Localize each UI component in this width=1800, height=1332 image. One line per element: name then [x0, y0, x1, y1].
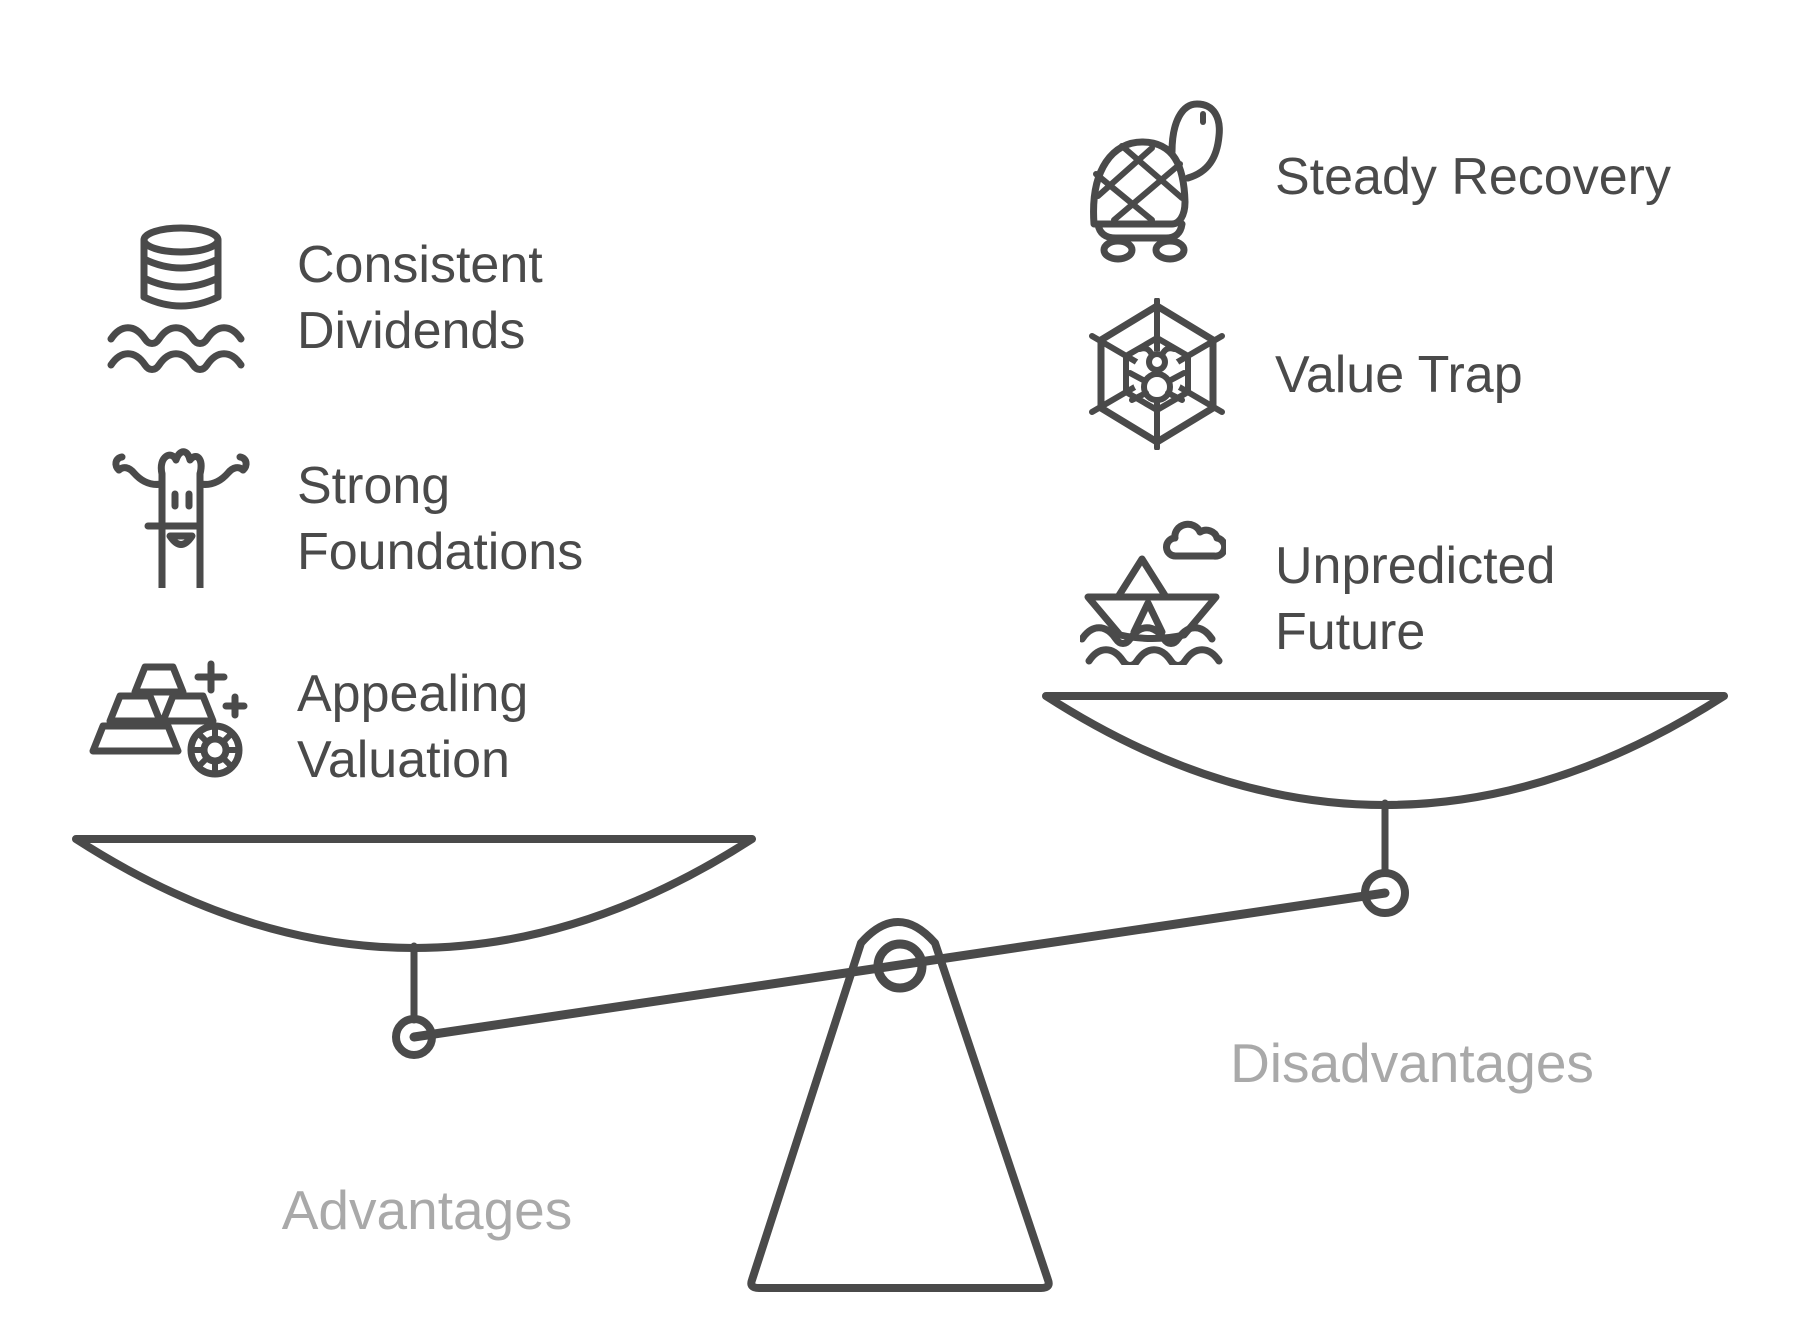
- fulcrum: [747, 918, 1053, 1292]
- pivot-hole: [873, 939, 927, 993]
- disadvantages-item-label: Value Trap: [1275, 346, 1523, 404]
- disadvantages-pan: [1042, 692, 1728, 809]
- paper-boat-waves-icon: [1080, 520, 1226, 665]
- gold-bars-coin-icon: [89, 660, 248, 778]
- turtle-icon: [1090, 100, 1223, 263]
- advantages-item-label: Strong Foundations: [297, 457, 584, 581]
- disadvantages-side-label: Disadvantages: [1230, 1032, 1594, 1094]
- spider-web-icon: [1089, 298, 1225, 450]
- disadvantages-item-label: Unpredicted Future: [1275, 537, 1556, 661]
- tree-icon: [112, 448, 250, 588]
- advantages-pan: [72, 835, 756, 952]
- disadvantages-beam-joint: [1361, 869, 1409, 917]
- coin-stack-water-icon: [107, 224, 245, 373]
- advantages-item-label: Consistent Dividends: [297, 236, 543, 360]
- disadvantages-item-label: Steady Recovery: [1275, 148, 1671, 206]
- advantages-beam-joint: [392, 1015, 436, 1059]
- beam-line: [409, 888, 1390, 1042]
- advantages-item-label: Appealing Valuation: [297, 665, 529, 789]
- advantages-side-label: Advantages: [281, 1179, 573, 1241]
